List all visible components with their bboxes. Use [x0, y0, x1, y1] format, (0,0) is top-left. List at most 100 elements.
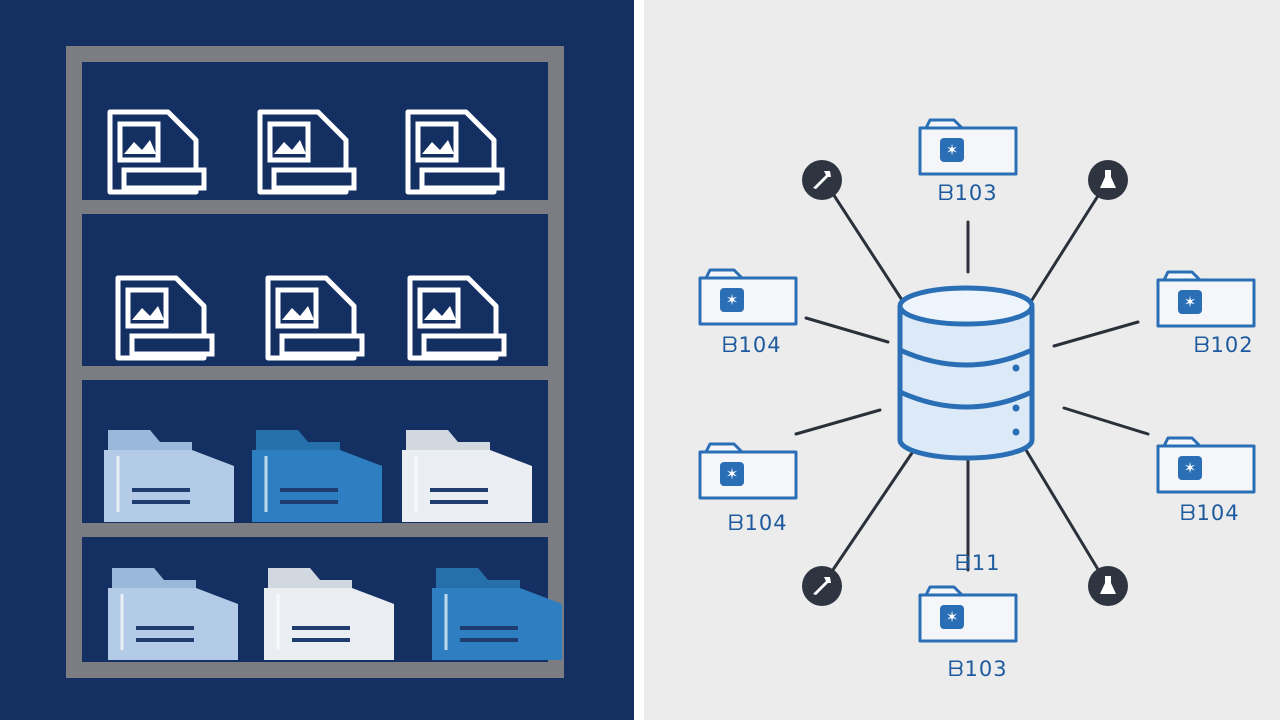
folder-badge [940, 605, 964, 629]
document-icon [405, 109, 505, 195]
file-shelf-panel [0, 0, 644, 720]
folder-line [132, 488, 190, 492]
shelf-left-post [66, 46, 82, 678]
shelf-board [66, 523, 564, 537]
folder-badge [720, 288, 744, 312]
flask-icon [1088, 160, 1128, 200]
folder-label: ᗷ104 [728, 511, 787, 535]
shelf-top [66, 46, 564, 62]
folder-line [132, 500, 190, 504]
document-tab [129, 333, 215, 357]
shelf-board [66, 366, 564, 380]
wrench-glyph [813, 577, 831, 595]
document-icon [257, 109, 357, 195]
image-frame [117, 121, 161, 163]
folder-badge-glyph: ✶ [1184, 293, 1197, 311]
database-icon [897, 285, 1035, 461]
folder-line [136, 626, 194, 630]
folder-badge [1178, 456, 1202, 480]
folder-line [460, 638, 518, 642]
folder-badge-glyph: ✶ [726, 465, 739, 483]
flask-glyph [1100, 170, 1116, 188]
folder-badge-glyph: ✶ [1184, 459, 1197, 477]
folder-node: ✶ ᗷ104 [1156, 436, 1256, 525]
connector-line [820, 448, 916, 588]
shelf-right-post [548, 46, 564, 678]
connector-line [794, 408, 882, 436]
connector-line [1030, 178, 1110, 302]
folder-label: ᗷ102 [1194, 333, 1253, 357]
image-mountain [124, 140, 156, 154]
folder-badge [720, 462, 744, 486]
connector-line [1062, 406, 1150, 436]
database-led [1012, 428, 1020, 436]
folder-icon [104, 430, 234, 522]
document-outline [265, 275, 357, 361]
document-outline [257, 109, 349, 195]
image-mountain [274, 140, 306, 154]
flask-icon [1088, 566, 1128, 606]
folder-node: ✶ᗷ104 [698, 268, 798, 357]
database-band [898, 389, 1034, 410]
folder-front [432, 588, 562, 660]
image-mountain [422, 140, 454, 154]
image-mountain [132, 306, 164, 320]
connector-line [804, 316, 890, 344]
database-top [897, 285, 1035, 327]
folder-line [292, 626, 350, 630]
folder-front [108, 588, 238, 660]
folder-front [402, 450, 532, 522]
image-frame [275, 287, 319, 329]
shelf-row [104, 430, 532, 522]
folder-node: ✶ ᗷ104 [698, 442, 798, 535]
folder-label: ᗷ103 [938, 181, 997, 205]
image-mountain [424, 306, 456, 320]
folder-line [136, 638, 194, 642]
folder-badge [940, 138, 964, 162]
folder-line [292, 638, 350, 642]
connector-line [1024, 448, 1110, 588]
document-icon [407, 275, 507, 361]
database-led [1012, 404, 1020, 412]
folder-icon: ✶ [918, 585, 1018, 643]
folder-icon [252, 430, 382, 522]
folder-front [252, 450, 382, 522]
folder-line [430, 500, 488, 504]
folder-badge-glyph: ✶ [946, 608, 959, 626]
shelf-bottom [66, 662, 564, 678]
folder-line [430, 488, 488, 492]
folder-line [280, 488, 338, 492]
document-icon [115, 275, 215, 361]
folder-icon: ✶ [1156, 270, 1256, 328]
wrench-icon [802, 160, 842, 200]
connector-line [1052, 320, 1140, 348]
database-band [898, 347, 1034, 368]
folder-icon [432, 568, 562, 660]
document-icon [107, 109, 207, 195]
panel-divider [634, 0, 644, 720]
folder-icon: ✶ [1156, 436, 1256, 494]
document-icon [265, 275, 365, 361]
document-tab [279, 333, 365, 357]
folder-front [264, 588, 394, 660]
document-outline [405, 109, 497, 195]
document-tab [271, 167, 357, 191]
wrench-icon [802, 566, 842, 606]
shelf-board [66, 200, 564, 214]
folder-badge-glyph: ✶ [946, 141, 959, 159]
folder-node: ✶ ᗷ103 [918, 585, 1018, 681]
folder-label: ᗷ103 [948, 657, 1007, 681]
folder-node: ✶ ᗷ102 [1156, 270, 1256, 357]
database-led [1012, 364, 1020, 372]
shelf-row [115, 275, 507, 361]
folder-icon [108, 568, 238, 660]
folder-icon [402, 430, 532, 522]
wrench-glyph [813, 171, 831, 189]
folder-label: ᗷ104 [1180, 501, 1239, 525]
database-fill [902, 306, 1030, 440]
folder-node: ✶ ᗷ103 [918, 118, 1018, 205]
folder-label: ᗷ104 [722, 333, 781, 357]
image-frame [125, 287, 169, 329]
